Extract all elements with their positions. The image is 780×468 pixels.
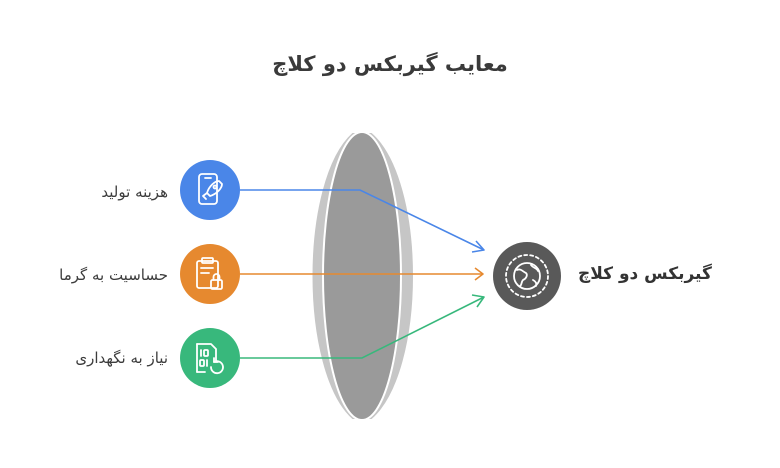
connector-maintenance bbox=[240, 296, 485, 359]
item-maintenance-node bbox=[180, 328, 240, 388]
item-cost-node bbox=[180, 160, 240, 220]
item-maintenance-label: نیاز به نگهداری bbox=[75, 349, 168, 367]
lens-face bbox=[322, 131, 402, 421]
item-heat-label: حساسیت به گرما bbox=[59, 266, 168, 284]
connector-maintenance-arrowhead bbox=[471, 294, 485, 308]
target-node bbox=[493, 242, 561, 310]
binary-file-refresh-icon bbox=[196, 343, 224, 375]
lens-shape bbox=[310, 131, 415, 421]
item-cost-label: هزینه تولید bbox=[101, 183, 168, 201]
clipboard-lock-icon bbox=[196, 257, 223, 290]
connector-cost bbox=[240, 189, 485, 251]
target-label: گیربکس دو کلاچ bbox=[578, 264, 712, 284]
connector-cost-arrowhead bbox=[471, 240, 485, 253]
connector-heat-arrowhead bbox=[474, 267, 484, 281]
globe-icon bbox=[505, 254, 549, 298]
phone-rocket-icon bbox=[198, 173, 223, 205]
diagram-title: معایب گیربکس دو کلاچ bbox=[272, 52, 508, 76]
item-heat-node bbox=[180, 244, 240, 304]
